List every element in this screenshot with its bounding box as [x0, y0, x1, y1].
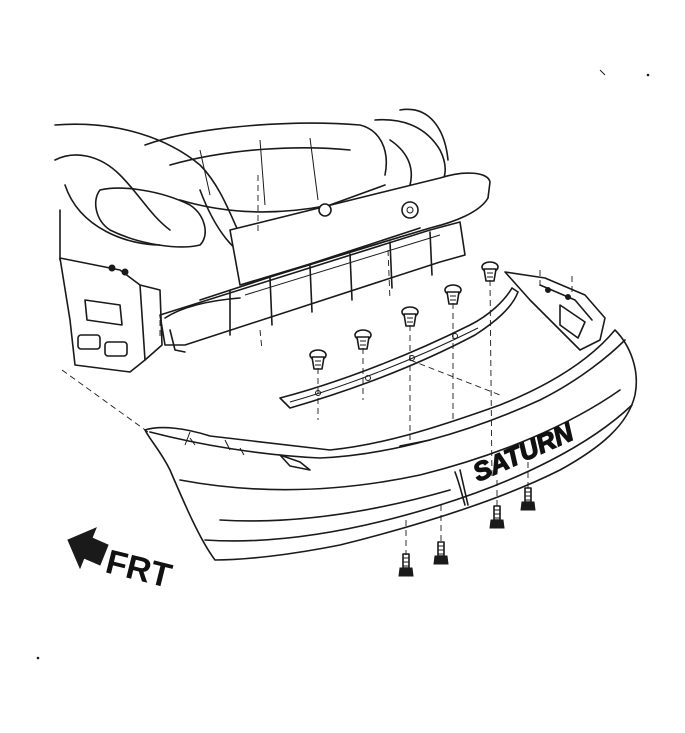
push-pin-retainer-icon [401, 306, 419, 327]
direction-label: FRT [102, 543, 176, 596]
speck [646, 73, 650, 77]
speck [36, 656, 40, 660]
alignment-leader-lines [61, 175, 573, 555]
bolt-icon [398, 553, 414, 577]
bolt-icon [489, 505, 505, 529]
push-pin-retainer-icon [481, 261, 499, 282]
rear-bumper-fascia [144, 329, 638, 561]
bolt-icon [433, 541, 449, 565]
push-pin-retainer-icon [309, 349, 327, 370]
right-fascia-bracket [504, 271, 606, 351]
push-pin-retainer-icon [444, 284, 462, 305]
front-direction-arrow-icon [67, 527, 109, 570]
push-pin-retainer-icon [354, 329, 372, 350]
bumper-mounting-rail [279, 287, 519, 409]
vehicle-rear-body [54, 69, 606, 276]
bolt-icon [520, 487, 536, 511]
left-mounting-bracket [59, 257, 163, 373]
upper-retainer-fasteners [309, 261, 499, 370]
lower-bolts [398, 487, 536, 577]
bumper-impact-bar [159, 172, 491, 353]
